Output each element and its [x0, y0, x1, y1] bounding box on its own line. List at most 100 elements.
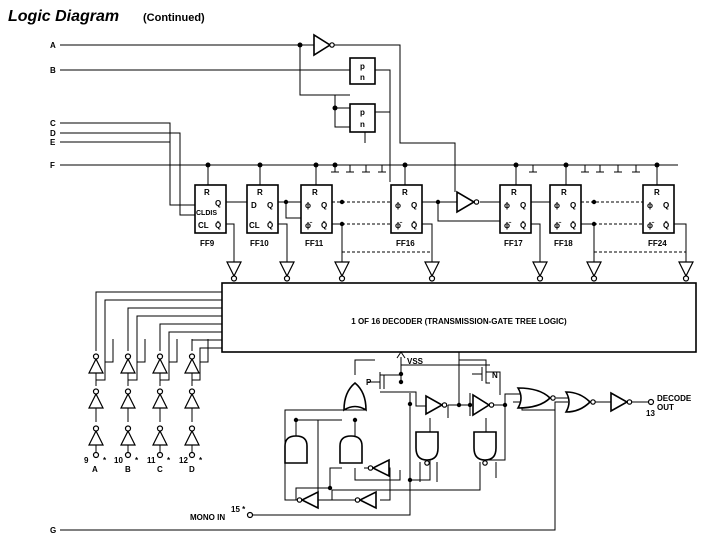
flip-flop-ff11: R ϕ Q ϕ̄ Q̄ FF11	[300, 184, 333, 248]
pin-10-name: B	[125, 465, 131, 474]
svg-text:Q: Q	[267, 201, 273, 210]
pin-11-name: C	[157, 465, 163, 474]
input-label-e: E	[50, 138, 56, 147]
buffer-up-icon	[88, 353, 104, 374]
buffer-up-icon	[152, 425, 168, 446]
left-inverter-3-icon	[296, 490, 319, 510]
buffer-up-icon	[88, 425, 104, 446]
pin-9-name: A	[92, 465, 98, 474]
input-label-a: A	[50, 41, 56, 50]
svg-text:ϕ: ϕ	[395, 201, 401, 210]
flip-flop-ff17: R ϕ Q ϕ̄ Q̄ FF17	[499, 184, 532, 248]
svg-text:Q̄: Q̄	[411, 221, 417, 230]
input-buffer-stacks	[88, 339, 201, 459]
output-inverter-icon	[610, 391, 633, 413]
inverter-a-icon	[313, 33, 335, 57]
buffer-up-icon	[184, 425, 200, 446]
input-label-b: B	[50, 66, 56, 75]
decode-out-line2: OUT	[657, 403, 674, 412]
buffer-up-icon	[152, 353, 168, 374]
chain-inverter-1-icon	[425, 394, 448, 416]
svg-text:*: *	[199, 456, 203, 465]
buffer-down-icon	[424, 261, 440, 282]
bottom-pin-labels: 9 * A 10 * B 11 * C 12 * D	[84, 456, 203, 474]
mono-in-pin: 15 *	[231, 505, 246, 514]
or-gate-p-icon	[343, 381, 367, 412]
svg-text:Q̄: Q̄	[321, 221, 327, 230]
svg-text:Q̄: Q̄	[663, 221, 669, 230]
svg-text:Q: Q	[520, 201, 526, 210]
pin-11: 11	[147, 456, 156, 465]
buffer-up-icon	[120, 353, 136, 374]
input-label-d: D	[50, 129, 56, 138]
tgate-1-p: p	[360, 62, 365, 71]
transmission-gate-2: p n	[349, 103, 376, 133]
svg-text:Q: Q	[570, 201, 576, 210]
vss-transistor: VSS N P	[366, 351, 498, 389]
svg-text:CLDIS: CLDIS	[196, 210, 217, 217]
svg-text:R: R	[561, 188, 567, 197]
svg-text:R: R	[654, 188, 660, 197]
transmission-gate-1: p n	[349, 57, 376, 85]
svg-text:R: R	[204, 188, 210, 197]
svg-text:R: R	[312, 188, 318, 197]
svg-text:ϕ: ϕ	[305, 201, 311, 210]
ff11-label: FF11	[305, 239, 324, 248]
nand-gate-left-icon	[284, 435, 308, 464]
ff10-label: FF10	[250, 239, 269, 248]
input-label-g: G	[50, 526, 56, 535]
svg-text:Q: Q	[321, 201, 327, 210]
nand-gate-mid-icon	[339, 435, 363, 464]
svg-text:Q̄: Q̄	[570, 221, 576, 230]
pin-10: 10	[114, 456, 123, 465]
svg-text:CL: CL	[249, 221, 260, 230]
svg-text:ϕ̄: ϕ̄	[554, 221, 562, 230]
ff24-label: FF24	[648, 239, 667, 248]
buffer-up-icon	[184, 353, 200, 374]
svg-text:ϕ̄: ϕ̄	[504, 221, 512, 230]
chain-inverter-2-icon	[472, 393, 495, 417]
pin-9: 9	[84, 456, 89, 465]
svg-text:Q̄: Q̄	[520, 221, 526, 230]
flip-flop-ff24: R ϕ Q ϕ̄ Q̄ FF24	[642, 184, 675, 248]
svg-text:*: *	[135, 456, 139, 465]
svg-text:ϕ̄: ϕ̄	[395, 221, 403, 230]
ff17-label: FF17	[504, 239, 523, 248]
decode-out-line1: DECODE	[657, 394, 692, 403]
svg-text:*: *	[103, 456, 107, 465]
flip-flop-ff16: R ϕ Q ϕ̄ Q̄ FF16	[390, 184, 423, 248]
buffer-up-icon	[120, 388, 136, 409]
svg-text:Q̄: Q̄	[267, 221, 273, 230]
svg-text:Q: Q	[411, 201, 417, 210]
svg-text:ϕ̄: ϕ̄	[305, 221, 313, 230]
pin-12: 12	[179, 456, 188, 465]
left-inverter-2-icon	[354, 490, 377, 510]
ff9-label: FF9	[200, 239, 215, 248]
left-inverter-1-icon	[367, 458, 390, 478]
svg-text:Q: Q	[215, 199, 221, 208]
svg-text:ϕ: ϕ	[647, 201, 653, 210]
and-gate-right2-icon	[473, 431, 497, 466]
buffer-up-icon	[184, 388, 200, 409]
f-line-ticks	[331, 165, 640, 173]
decode-out-pin-icon	[647, 398, 655, 406]
junction-dots	[205, 42, 660, 168]
buffer-down-icon	[586, 261, 602, 282]
inverter-ff16-ff17-icon	[456, 190, 480, 214]
flip-flop-ff9: R Q CLDIS CL Q̄ FF9	[194, 184, 227, 248]
nor-gate-1-icon	[516, 387, 556, 409]
decode-out-pin: 13	[646, 409, 655, 418]
decoder-left-wires	[95, 291, 222, 363]
ff16-label: FF16	[396, 239, 415, 248]
flip-flop-ff10: R D Q CL Q̄ FF10	[246, 184, 279, 248]
buffer-down-icon	[226, 261, 242, 282]
tgate-2-n: n	[360, 120, 365, 129]
svg-text:Q̄: Q̄	[215, 221, 221, 230]
input-label-c: C	[50, 119, 56, 128]
tgate-1-n: n	[360, 73, 365, 82]
ff-chain-wires	[226, 201, 687, 262]
svg-text:CL: CL	[198, 221, 209, 230]
svg-text:*: *	[167, 456, 171, 465]
diagram-title: Logic Diagram	[8, 8, 119, 25]
